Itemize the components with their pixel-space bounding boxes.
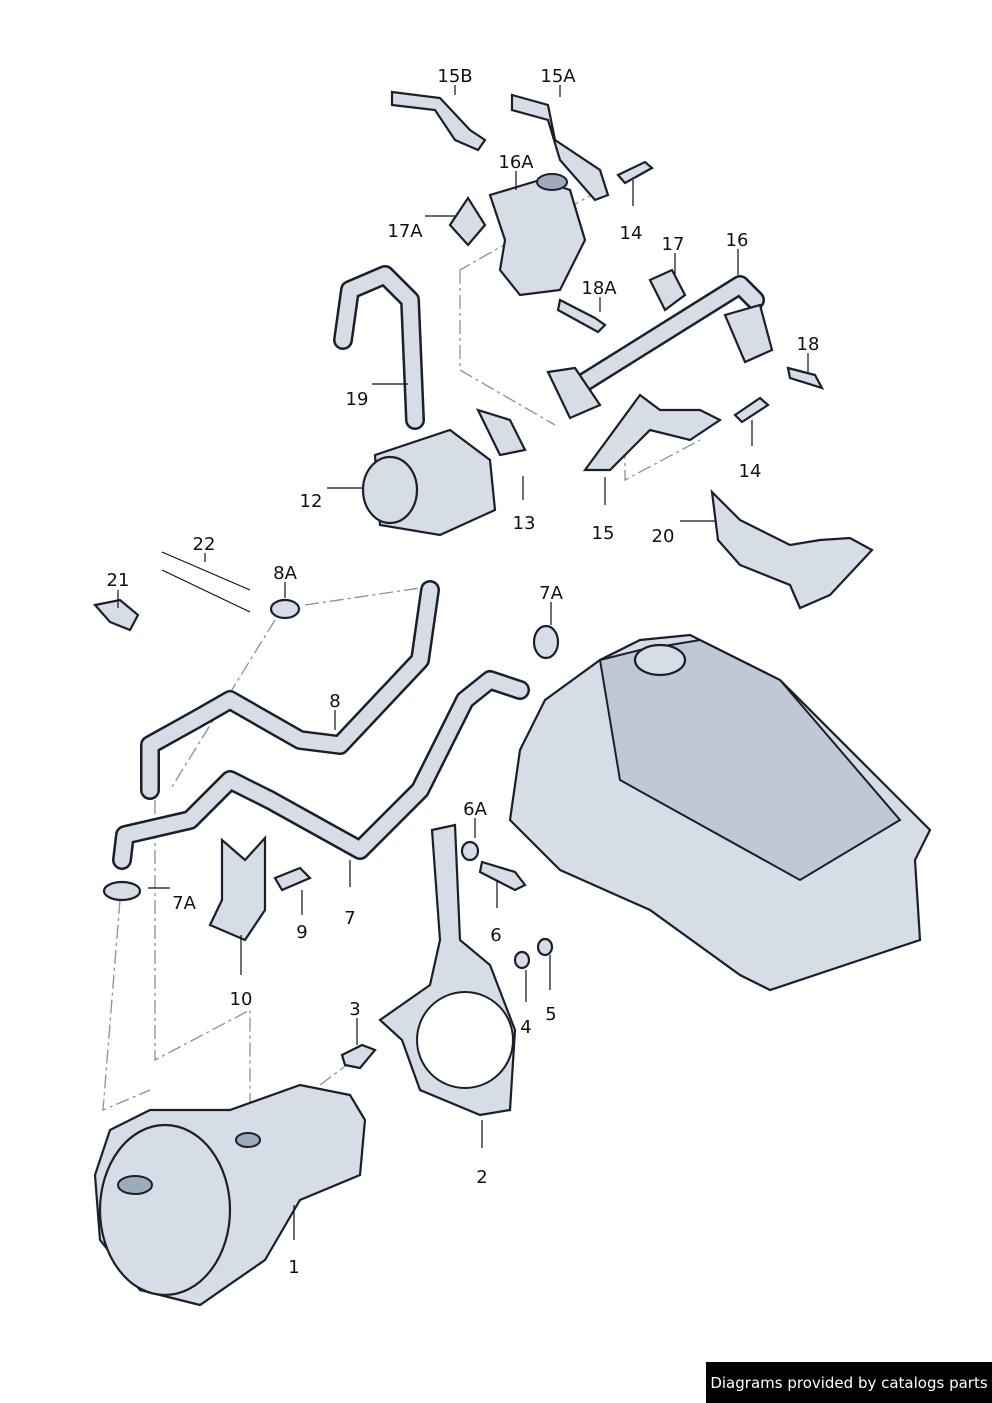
pipe-16-flange-2 (546, 366, 602, 420)
callout-16: 16 (725, 230, 749, 251)
callout-21: 21 (106, 570, 130, 591)
callout-20: 20 (651, 526, 675, 547)
pipe-16-flange (723, 303, 774, 364)
gasket-17 (648, 268, 687, 312)
callout-18a: 18A (581, 278, 617, 299)
valve-16a (488, 178, 587, 297)
o-ring-7a-top (532, 624, 560, 660)
callout-19: 19 (345, 389, 369, 410)
callout-7a-top: 7A (539, 583, 563, 604)
bolt-6 (478, 860, 527, 892)
bracket-15b (390, 90, 487, 152)
nut-5 (536, 937, 554, 957)
callout-17: 17 (661, 234, 685, 255)
washer-6a (460, 840, 480, 862)
gasket-17a (448, 195, 487, 247)
callout-13: 13 (512, 513, 536, 534)
washer-4 (513, 950, 531, 970)
callout-9: 9 (296, 922, 308, 943)
callout-5: 5 (545, 1004, 557, 1025)
callout-22: 22 (192, 534, 216, 555)
callout-7a: 7A (172, 893, 196, 914)
callout-18: 18 (796, 334, 820, 355)
callout-14-b: 14 (738, 461, 762, 482)
pump-inlet (235, 1132, 261, 1148)
callout-2: 2 (476, 1167, 488, 1188)
footer-credit: Diagrams provided by catalogs parts (706, 1362, 992, 1403)
callout-6a: 6A (463, 799, 487, 820)
bracket-10 (208, 835, 267, 942)
callout-15b: 15B (437, 66, 473, 87)
callout-15: 15 (591, 523, 615, 544)
bolt-9 (273, 866, 312, 892)
callout-1: 1 (288, 1257, 300, 1278)
pump-outlet (117, 1175, 153, 1195)
bolt-14-mid (733, 396, 770, 424)
filter-inlet (633, 643, 687, 677)
bolt-14-top (616, 160, 654, 185)
callout-10: 10 (229, 989, 253, 1010)
bracket-15 (582, 393, 723, 472)
callout-15a: 15A (540, 66, 576, 87)
bolt-18 (786, 366, 825, 390)
valve-port (536, 173, 568, 191)
clip-21 (92, 598, 140, 632)
sensor-3 (340, 1043, 377, 1070)
callout-17a: 17A (387, 221, 423, 242)
callout-4: 4 (520, 1017, 532, 1038)
leader-lines (117, 85, 809, 1240)
callout-3: 3 (349, 999, 361, 1020)
bracket-20 (710, 488, 874, 610)
callout-8: 8 (329, 691, 341, 712)
o-ring-8a (269, 598, 301, 620)
bracket-15a (510, 93, 610, 202)
o-ring-7a (102, 880, 142, 902)
callout-12: 12 (299, 491, 323, 512)
callout-14: 14 (619, 223, 643, 244)
callout-16a: 16A (498, 152, 534, 173)
pump-face (98, 1123, 232, 1297)
air-filter-housing (508, 633, 932, 992)
valve-12-cap (361, 455, 419, 525)
gasket-13 (475, 408, 527, 457)
callout-8a: 8A (273, 563, 297, 584)
bolt-18a (556, 298, 607, 334)
callout-6: 6 (490, 925, 502, 946)
callout-7: 7 (344, 908, 356, 929)
